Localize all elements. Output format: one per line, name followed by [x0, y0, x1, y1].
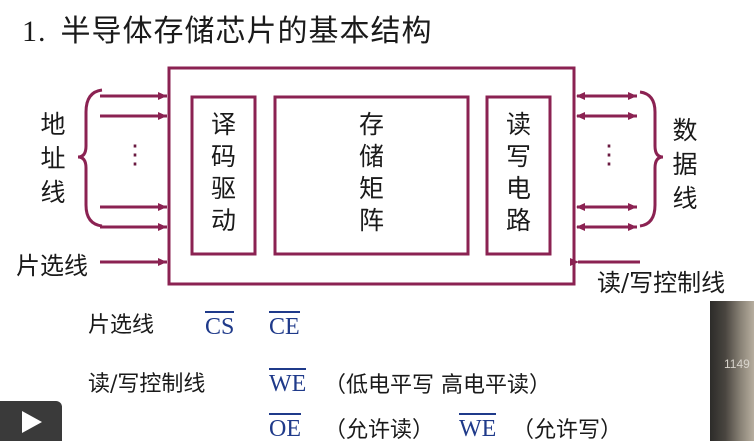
address-char: 地	[40, 110, 66, 139]
data-arrows	[570, 92, 640, 266]
matrix-char: 储	[358, 142, 384, 171]
address-char: 址	[40, 144, 66, 173]
decoder-label: 译 码 驱 动	[192, 109, 255, 237]
data-char: 数	[672, 116, 698, 145]
matrix-char: 阵	[358, 206, 384, 235]
legend-rw-control-label: 读/写控制线	[88, 372, 206, 397]
rw-char: 路	[505, 206, 531, 235]
address-ellipsis: ⋮	[122, 140, 148, 170]
data-ellipsis: ⋮	[596, 140, 622, 170]
storage-matrix-box	[273, 95, 470, 256]
signal-we: WE	[269, 368, 307, 398]
address-arrows	[100, 92, 167, 266]
data-char: 据	[672, 150, 698, 179]
video-overlay-text: 1149	[724, 357, 750, 371]
data-brace-icon	[639, 90, 664, 228]
decoder-char: 译	[210, 110, 236, 139]
decoder-box	[190, 95, 257, 256]
chip-select-line-label: 片选线	[16, 252, 88, 280]
chip-outline	[167, 66, 576, 286]
matrix-char: 矩	[358, 174, 384, 203]
address-char: 线	[40, 178, 66, 207]
data-char: 线	[672, 184, 698, 213]
video-thumbnail[interactable]: 1149	[710, 301, 754, 441]
oe-note: （允许读）	[324, 418, 435, 443]
decoder-char: 码	[210, 142, 236, 171]
we-note: （低电平写 高电平读）	[324, 373, 551, 398]
address-lines-label: 地 址 线	[38, 108, 68, 210]
read-write-circuit-label: 读 写 电 路	[487, 109, 550, 237]
decoder-char: 动	[210, 206, 236, 235]
signal-oe: OE	[269, 413, 301, 443]
rw-control-line-label: 读/写控制线	[597, 269, 726, 297]
we-allow-note: （允许写）	[512, 418, 623, 443]
storage-matrix-label: 存 储 矩 阵	[275, 109, 468, 237]
page-title: 1. 半导体存储芯片的基本结构	[22, 6, 433, 50]
signal-cs: CS	[205, 311, 235, 341]
rw-char: 读	[505, 110, 531, 139]
read-write-circuit-box	[485, 95, 552, 256]
address-brace-icon	[77, 88, 103, 228]
title-number: 1.	[22, 15, 47, 48]
data-lines-label: 数 据 线	[670, 114, 700, 216]
memory-chip-diagram	[77, 66, 664, 286]
signal-ce: CE	[269, 311, 300, 341]
decoder-char: 驱	[210, 174, 236, 203]
legend-chip-select-label: 片选线	[88, 313, 155, 338]
title-text: 半导体存储芯片的基本结构	[60, 14, 433, 49]
rw-char: 电	[505, 174, 531, 203]
matrix-char: 存	[358, 110, 384, 139]
signal-we-2: WE	[459, 413, 497, 443]
play-button[interactable]	[0, 401, 62, 441]
rw-char: 写	[505, 142, 531, 171]
